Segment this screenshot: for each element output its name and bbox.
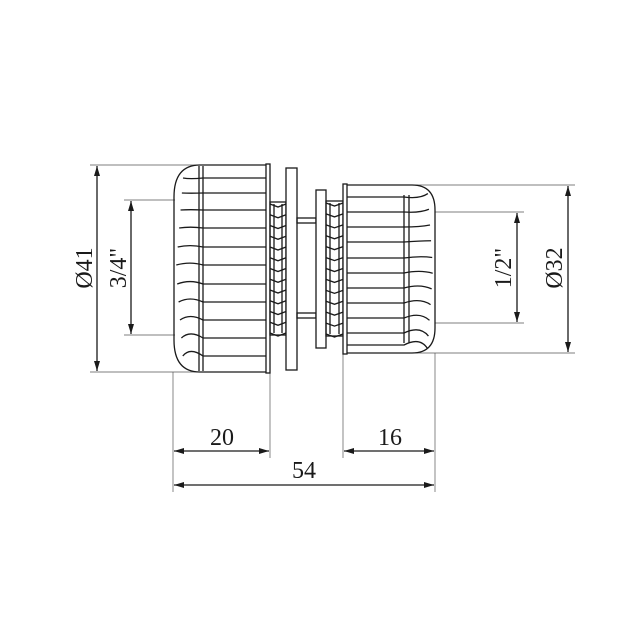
thread-crest bbox=[269, 203, 287, 337]
left-coupling-body bbox=[173, 163, 271, 374]
rib bbox=[182, 177, 268, 180]
right-nut-plate bbox=[315, 189, 327, 349]
rib bbox=[176, 280, 268, 285]
dim-length-left: 20 bbox=[210, 425, 234, 451]
rib bbox=[346, 224, 431, 228]
rib bbox=[346, 340, 429, 349]
rib bbox=[346, 240, 432, 243]
rib bbox=[346, 208, 430, 213]
dim-total-length: 54 bbox=[292, 458, 316, 484]
right-thread bbox=[325, 200, 344, 338]
rib bbox=[346, 300, 431, 306]
dim-length-right: 16 bbox=[378, 425, 402, 451]
dim-thread-right: 1/2" bbox=[491, 248, 517, 288]
rib bbox=[346, 256, 433, 259]
rib bbox=[177, 244, 268, 248]
thread-root bbox=[273, 204, 283, 333]
left-thread bbox=[269, 201, 287, 337]
rib bbox=[182, 350, 268, 357]
rib bbox=[346, 329, 429, 337]
rib bbox=[346, 285, 432, 290]
dim-outer-diameter-left: Ø41 bbox=[72, 247, 98, 288]
rib bbox=[346, 314, 430, 321]
stem-top bbox=[296, 217, 317, 224]
rib bbox=[179, 226, 268, 229]
stem-bottom bbox=[296, 312, 317, 319]
thread-root bbox=[329, 203, 340, 334]
rib bbox=[180, 333, 268, 339]
rib bbox=[179, 315, 268, 321]
rib bbox=[346, 193, 429, 199]
right-coupling-body bbox=[342, 183, 436, 355]
extension-lines bbox=[90, 164, 575, 492]
thread-crest bbox=[325, 202, 344, 338]
dimension-lines bbox=[94, 166, 571, 488]
rib bbox=[346, 270, 433, 274]
left-nut-plate bbox=[285, 167, 298, 371]
dim-outer-diameter-right: Ø32 bbox=[542, 247, 568, 288]
dim-thread-left: 3/4" bbox=[106, 248, 132, 288]
rib bbox=[176, 262, 268, 266]
rib bbox=[178, 298, 268, 303]
